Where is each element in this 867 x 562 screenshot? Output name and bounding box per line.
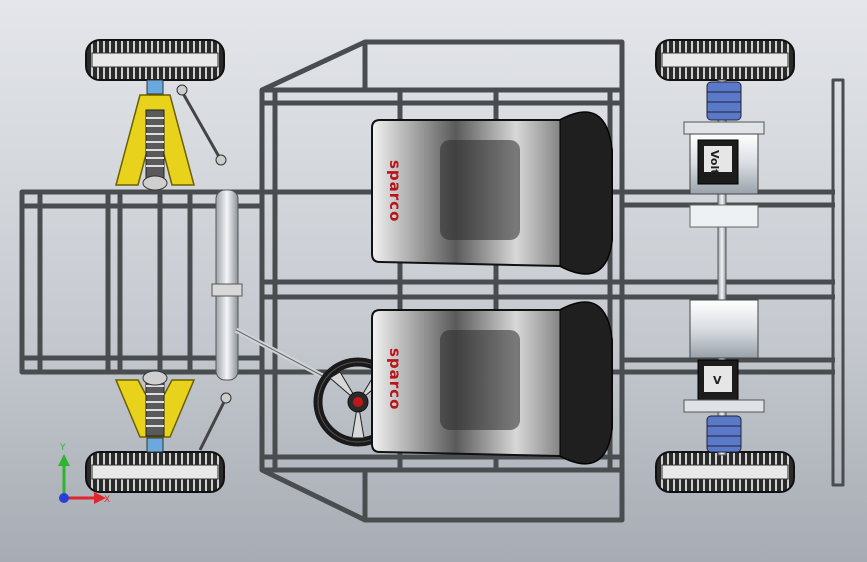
motor-mark-label: V — [713, 374, 722, 387]
motor-left[interactable]: Volt — [683, 81, 765, 228]
seat-passenger-side[interactable]: sparco — [371, 301, 613, 465]
seat-driver-side[interactable]: sparco — [371, 111, 613, 275]
suspension-front-right[interactable] — [114, 370, 232, 453]
triad-x-label: X — [104, 495, 110, 505]
wheel-rear-left[interactable] — [655, 39, 795, 81]
motor-brand-label: Volt — [708, 150, 721, 175]
steering-rack[interactable] — [211, 189, 332, 383]
wheel-front-left[interactable] — [85, 39, 225, 81]
seat-brand-logo: sparco — [386, 160, 404, 222]
wheel-front-right[interactable] — [85, 451, 225, 493]
rear-axle[interactable] — [717, 79, 727, 456]
suspension-front-left[interactable] — [115, 79, 227, 191]
motor-right[interactable]: V — [683, 299, 765, 453]
triad-y-label: Y — [59, 443, 66, 453]
seat-brand-logo: sparco — [386, 348, 404, 410]
wheel-rear-right[interactable] — [655, 451, 795, 493]
coordinate-triad: Y X — [58, 443, 110, 505]
